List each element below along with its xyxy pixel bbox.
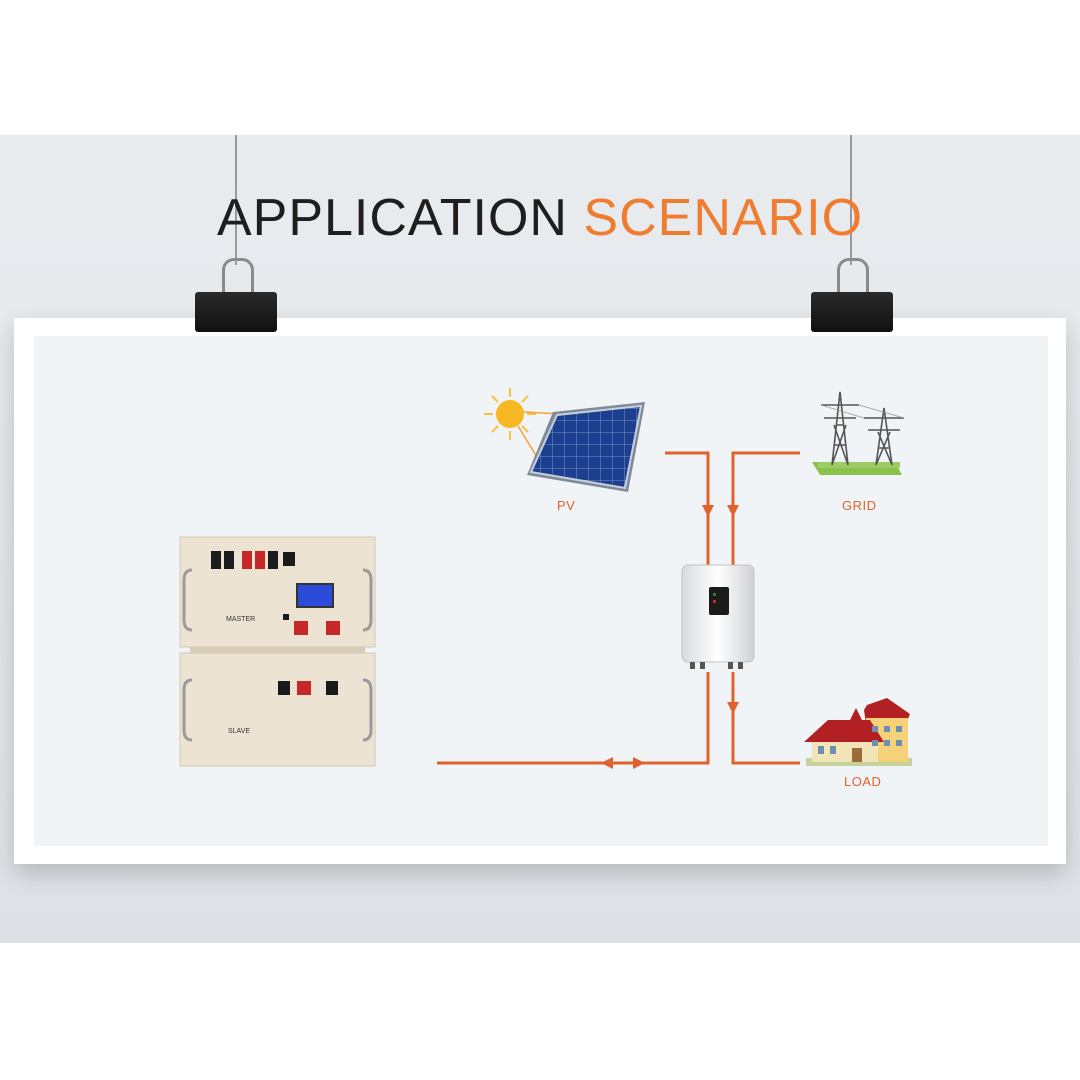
battery-master-module [179, 536, 376, 648]
arrow-pv-down [702, 505, 714, 517]
arrow-load-down [727, 702, 739, 714]
load-label: LOAD [844, 774, 882, 789]
inverter-icon [681, 564, 755, 669]
pv-label: PV [557, 498, 576, 513]
binder-clip-ring-left [222, 258, 254, 305]
binder-clip-left [195, 292, 277, 332]
arrow-battery-right [633, 757, 645, 769]
hanging-wire-right [850, 135, 852, 265]
solar-panel-icon [527, 402, 645, 492]
grid-label: GRID [842, 498, 877, 513]
arrow-grid-down [727, 505, 739, 517]
sun-icon [484, 388, 536, 440]
load-line [731, 672, 800, 765]
battery-slave-label: SLAVE [228, 728, 251, 735]
grid-line [731, 451, 800, 565]
house-icon [804, 698, 912, 766]
battery-master-label: MASTER [226, 616, 256, 623]
pv-line [665, 451, 710, 565]
grid-towers-icon [812, 391, 905, 475]
binder-clip-ring-right [837, 258, 869, 305]
title-word-1: APPLICATION [216, 189, 568, 247]
binder-clip-right [811, 292, 893, 332]
flow-lines [437, 451, 800, 765]
flow-arrows [601, 505, 739, 769]
title-word-2: SCENARIO [583, 189, 864, 247]
hanging-wire-left [235, 135, 237, 265]
battery-stack [179, 536, 376, 767]
battery-slave-module [179, 652, 376, 767]
battery-line [437, 672, 710, 765]
arrow-battery-left [601, 757, 613, 769]
page-title: APPLICATION SCENARIO [0, 188, 1080, 248]
